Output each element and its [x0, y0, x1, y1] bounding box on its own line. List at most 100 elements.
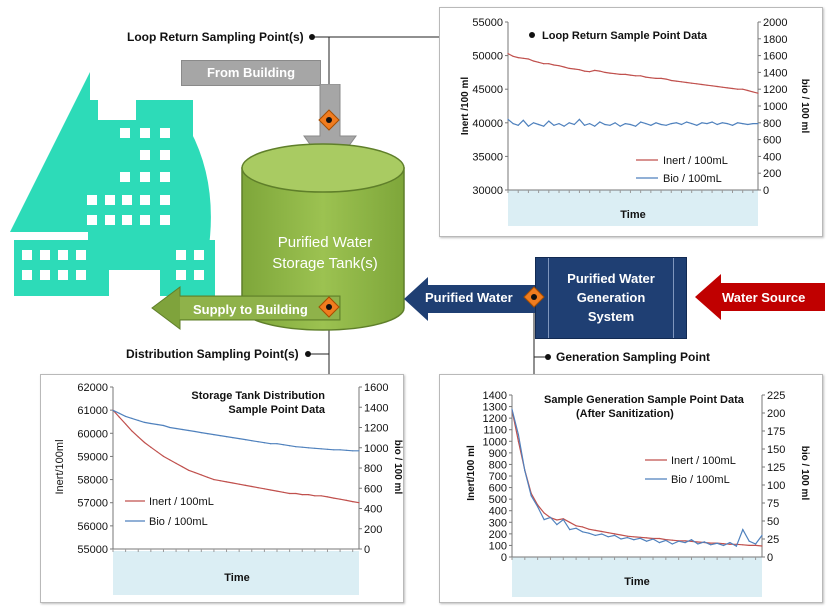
distribution-series-inert-point — [326, 496, 329, 498]
generation-system-line3: System — [587, 309, 635, 324]
loop-series-inert-point — [522, 57, 524, 59]
generation-series-inert-point — [601, 530, 603, 533]
distribution-ytick-label: 61000 — [77, 405, 108, 417]
loop-series-inert-point — [752, 91, 754, 93]
loop-series-bio-point — [604, 123, 606, 126]
distribution-title-line1: Storage Tank Distribution — [191, 390, 325, 402]
distribution-y2tick-label: 200 — [364, 524, 382, 536]
generation-ytick-label: 1300 — [483, 402, 507, 414]
loop-series-bio-point — [619, 125, 621, 127]
distribution-series-inert-point — [314, 495, 316, 497]
generation-system-line2: Generation — [576, 290, 646, 305]
generation-series-bio-point — [716, 542, 718, 544]
loop-series-inert-point — [747, 89, 749, 92]
loop-series-inert-point — [721, 86, 723, 88]
distribution-y2tick-label: 1600 — [364, 382, 388, 394]
loop-series-inert-point — [517, 57, 519, 59]
loop-series-inert-point — [558, 65, 560, 67]
loop-series-inert-point — [527, 58, 529, 60]
generation-series-inert-point — [761, 545, 763, 547]
loop-series-inert-point — [665, 78, 667, 80]
generation-y2tick-label: 50 — [767, 516, 779, 528]
loop-series-bio-point — [522, 119, 524, 121]
distribution-series-inert-point — [225, 481, 228, 483]
loop-series-inert-point — [635, 75, 637, 77]
generation-sampling-label: Generation Sampling Point — [556, 350, 711, 364]
loop-y2tick-label: 600 — [763, 135, 781, 147]
distribution-chart: 5500056000570005800059000600006100062000… — [54, 382, 403, 595]
distribution-ytick-label: 58000 — [77, 475, 108, 487]
generation-series-bio-point — [735, 545, 737, 547]
building-wing-left — [14, 240, 109, 296]
generation-series-bio-point — [588, 532, 590, 534]
distribution-legend: Inert / 100mL Bio / 100mL — [125, 496, 214, 528]
generation-ytick-label: 1400 — [483, 390, 507, 402]
loop-series-inert-point — [645, 76, 647, 78]
generation-y2tick-label: 75 — [767, 498, 779, 510]
generation-ytick-label: 400 — [489, 506, 507, 518]
distribution-ytick-label: 56000 — [77, 521, 108, 533]
loop-chart: 3000035000400004500050000550000200400600… — [460, 17, 810, 226]
generation-series-bio-point — [601, 533, 603, 535]
distribution-series-inert-point — [118, 416, 120, 418]
loop-series-inert-point — [650, 77, 652, 79]
water-source-label: Water Source — [722, 290, 806, 305]
generation-ytick-label: 100 — [489, 540, 507, 552]
generation-series-inert-point — [748, 544, 750, 546]
generation-time-band — [512, 557, 762, 597]
generation-series-bio-point — [537, 506, 539, 508]
distribution-series-bio-point — [207, 433, 209, 435]
distribution-series-inert-point — [194, 472, 196, 474]
distribution-series-bio-point — [339, 449, 341, 451]
loop-series-bio-point — [747, 123, 749, 126]
distribution-series-bio-point — [326, 448, 329, 450]
distribution-series-bio-point — [345, 449, 347, 451]
distribution-series-inert-line — [112, 409, 360, 504]
distribution-series-inert-point — [244, 484, 247, 486]
loop-y2tick-label: 400 — [763, 151, 781, 163]
generation-series-bio-point — [710, 544, 712, 546]
generation-series-inert-point — [556, 519, 558, 521]
distribution-series-bio-point — [289, 445, 291, 447]
distribution-series-bio-point — [282, 444, 284, 446]
generation-system-box: Purified Water Generation System — [535, 257, 687, 339]
loop-series-bio-point — [645, 123, 647, 125]
distribution-series-inert-point — [156, 451, 158, 453]
supply-to-building-arrow — [151, 286, 341, 330]
loop-series-bio-point — [686, 121, 688, 123]
loop-ytick-label: 30000 — [472, 185, 503, 197]
loop-series-inert-point — [609, 72, 611, 74]
loop-series-bio-point — [573, 123, 575, 126]
distribution-ytick-label: 59000 — [77, 451, 108, 463]
generation-series-inert-point — [607, 532, 609, 534]
generation-series-bio-point — [581, 531, 584, 533]
loop-y2tick-label: 800 — [763, 118, 781, 130]
loop-ytick-label: 50000 — [472, 51, 503, 63]
generation-series-bio-point — [517, 434, 519, 436]
distribution-series-bio-point — [257, 441, 259, 443]
generation-series-inert-point — [614, 533, 616, 535]
generation-y2tick-label: 125 — [767, 462, 785, 474]
distribution-legend-inert: Inert / 100mL — [149, 496, 214, 508]
loop-series-bio-point — [563, 125, 565, 127]
generation-ytick-label: 900 — [489, 448, 507, 460]
distribution-series-bio-point — [238, 438, 240, 440]
loop-series-inert-point — [578, 69, 580, 71]
generation-ytick-label: 1000 — [483, 436, 507, 448]
loop-series-bio-point — [624, 123, 626, 125]
distribution-series-bio-point — [150, 422, 152, 425]
generation-series-inert-point — [569, 521, 571, 523]
distribution-series-bio-point — [118, 412, 120, 414]
loop-series-bio-point — [629, 123, 631, 126]
distribution-series-inert-point — [175, 462, 177, 464]
distribution-series-inert-point — [219, 480, 221, 482]
generation-y2tick-label: 100 — [767, 480, 785, 492]
distribution-series-inert-point — [276, 490, 278, 492]
generation-series-bio-point — [671, 543, 673, 545]
distribution-series-bio-point — [143, 421, 146, 423]
loop-series-bio-point — [532, 122, 535, 124]
distribution-series-inert-point — [289, 492, 291, 495]
loop-series-inert-point — [737, 88, 739, 90]
generation-ytick-label: 0 — [501, 552, 507, 564]
